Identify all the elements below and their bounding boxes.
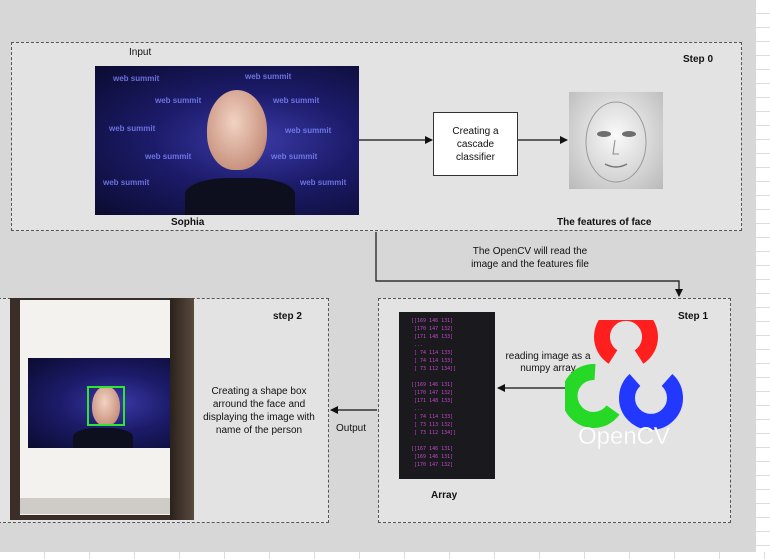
numpy-array-image: [[169 146 131] [170 147 132] [171 148 13…: [399, 312, 495, 479]
cascade-classifier-box: Creating a cascade classifier: [433, 112, 518, 176]
array-line: [ 73 112 134]]: [411, 366, 457, 372]
array-line: [170 147 132]: [411, 462, 454, 468]
array-line: [ 73 113 132]: [411, 422, 454, 428]
sophia-photo: web summit web summit web summit web sum…: [95, 66, 359, 215]
robot-body: [73, 428, 133, 448]
phone-displayed-image: [28, 358, 174, 448]
opencv-logo-ring-red: [594, 320, 658, 364]
banner-text: web summit: [103, 178, 150, 187]
opencv-logo-ring-green: [565, 363, 620, 428]
array-caption: Array: [431, 490, 458, 501]
face-features-image: [569, 92, 663, 189]
array-line: [ 74 114 133]: [411, 350, 454, 356]
arrow-step0-to-step1: [375, 232, 683, 297]
array-line: ...: [411, 406, 424, 412]
robot-head: [92, 386, 120, 426]
array-line: [ 74 114 133]: [411, 358, 454, 364]
banner-text: web summit: [245, 72, 292, 81]
face-sketch: [585, 101, 647, 183]
opencv-logo: OpenCV: [565, 320, 683, 450]
banner-text: web summit: [300, 178, 347, 187]
array-line: [ 74 114 133]: [411, 414, 454, 420]
array-line: [171 148 133]: [411, 398, 454, 404]
photo-caption: Sophia: [171, 217, 205, 228]
banner-text: web summit: [109, 124, 156, 133]
spreadsheet-gridlines: [756, 0, 770, 559]
array-line: [170 147 132]: [411, 326, 454, 332]
array-line: [171 148 133]: [411, 334, 454, 340]
banner-text: web summit: [155, 96, 202, 105]
face-detection-box: [87, 386, 125, 426]
step1-title: Step 1: [678, 311, 709, 322]
banner-text: web summit: [271, 152, 318, 161]
output-label: Output: [336, 423, 367, 434]
opencv-logo-ring-blue: [619, 374, 683, 430]
robot-body: [185, 178, 295, 215]
opencv-logo-text: OpenCV: [578, 423, 670, 450]
phone-photo: [10, 298, 194, 520]
array-line: [[167 146 131]: [411, 446, 454, 452]
banner-text: web summit: [145, 152, 192, 161]
robot-head: [207, 90, 267, 170]
phone-nav-bar: [20, 498, 170, 514]
transition-text: The OpenCV will read the image and the f…: [471, 246, 589, 270]
array-line: [[169 146 131]: [411, 318, 454, 324]
banner-text: web summit: [285, 126, 332, 135]
step2-description: Creating a shape box arround the face an…: [203, 386, 315, 436]
array-line: [[169 146 131]: [411, 382, 454, 388]
spreadsheet-gridlines-bottom: [0, 552, 770, 559]
array-line: ...: [411, 342, 424, 348]
step2-title: step 2: [273, 311, 302, 322]
banner-text: web summit: [113, 74, 160, 83]
phone-side-shadow: [170, 298, 194, 520]
step0-title: Step 0: [683, 54, 714, 65]
banner-text: web summit: [273, 96, 320, 105]
reading-label: reading image as a numpy array: [505, 351, 591, 374]
input-label: Input: [129, 47, 152, 58]
array-line: [170 147 132]: [411, 390, 454, 396]
cascade-classifier-text: Creating a cascade classifier: [452, 125, 499, 163]
array-line: [ 73 112 134]]: [411, 430, 457, 436]
face-features-caption: The features of face: [557, 217, 652, 228]
array-line: [169 146 131]: [411, 454, 454, 460]
